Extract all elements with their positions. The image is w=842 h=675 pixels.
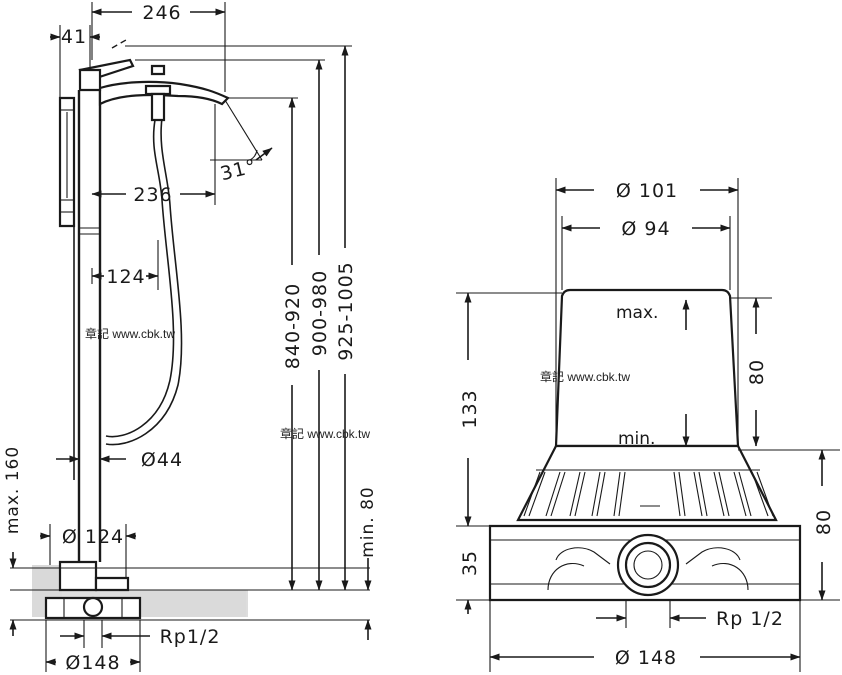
dim-adjust: 80 xyxy=(746,359,768,385)
dim-height-2: 900-980 xyxy=(309,270,331,356)
rough-in-set-view: Ø 101 Ø 94 max. min. 80 133 35 80 xyxy=(456,178,840,672)
dim-hose-offset: 124 xyxy=(106,266,145,288)
dim-thread-right: Rp 1/2 xyxy=(716,608,784,630)
mounting-sleeve xyxy=(516,444,778,522)
angle-ref-line xyxy=(224,99,263,161)
sleeve-ribs xyxy=(523,469,774,517)
rough-in-outlet xyxy=(82,596,104,618)
dim-body-diameter: Ø148 xyxy=(65,652,120,674)
hose-connector xyxy=(144,84,172,96)
dim-spout-reach: 236 xyxy=(133,184,172,206)
dim-inner-diameter: Ø 94 xyxy=(621,218,670,240)
base-plate xyxy=(58,560,98,592)
faucet-side-view: 246 41 840-920 900-980 925-1005 31° 236 xyxy=(3,2,378,674)
protective-cover xyxy=(554,288,740,448)
dim-top-width: 246 xyxy=(142,2,181,24)
dim-base-height: 35 xyxy=(459,550,481,576)
shower-hose xyxy=(105,119,175,438)
dim-thread-left: Rp1/2 xyxy=(160,626,221,648)
diverter-knob xyxy=(150,64,166,76)
dim-total-height: 133 xyxy=(459,389,481,428)
dim-column-diameter: Ø44 xyxy=(141,449,183,471)
base-foot xyxy=(94,576,130,592)
dim-height-3: 925-1005 xyxy=(335,261,357,360)
dim-min-floor: min. 80 xyxy=(358,486,378,558)
label-min: min. xyxy=(618,429,655,449)
dim-height-1: 840-920 xyxy=(282,283,304,369)
dim-lower-height: 80 xyxy=(813,509,835,535)
watermark-1: 章記 www.cbk.tw xyxy=(85,326,175,341)
dim-max-floor: max. 160 xyxy=(3,446,23,534)
dim-base-diameter-right: Ø 148 xyxy=(615,647,677,669)
dim-outer-diameter: Ø 101 xyxy=(616,180,678,202)
watermark-3: 章記 www.cbk.tw xyxy=(540,369,630,384)
dim-base-diameter: Ø 124 xyxy=(62,526,124,548)
label-max: max. xyxy=(616,303,658,323)
dim-handle-offset: 41 xyxy=(61,26,87,48)
watermark-2: 章記 www.cbk.tw xyxy=(280,426,370,441)
